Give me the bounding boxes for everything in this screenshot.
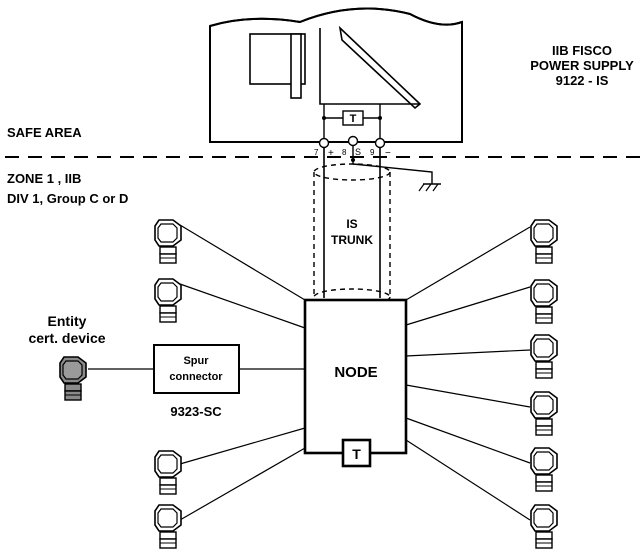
terminal-9: 9 xyxy=(370,148,375,157)
transmitter-icon xyxy=(154,504,182,549)
terminal-block: 7 + 8 S 9 − xyxy=(314,135,391,159)
node-block: NODE T xyxy=(303,298,408,468)
terminal-8: 8 xyxy=(342,148,347,157)
transmitter-icon xyxy=(530,504,558,549)
power-supply-housing xyxy=(209,7,463,143)
zone-label: ZONE 1 , IIB xyxy=(7,171,81,186)
ps-terminator-label: T xyxy=(350,113,357,125)
spur-connector-label-2: connector xyxy=(169,371,223,383)
terminal-s: S xyxy=(355,147,361,157)
transmitter-icon xyxy=(154,219,182,264)
entity-label-2: cert. device xyxy=(28,330,105,346)
transmitter-icon xyxy=(530,219,558,264)
div-label: DIV 1, Group C or D xyxy=(7,191,128,206)
transmitter-icon xyxy=(530,447,558,492)
entity-label-1: Entity xyxy=(48,313,87,329)
transmitter-icon xyxy=(154,278,182,323)
spur-model-label: 9323-SC xyxy=(170,404,222,419)
terminal-minus: − xyxy=(385,148,391,159)
trunk-label-2: TRUNK xyxy=(331,233,373,247)
entity-transmitter-icon xyxy=(59,356,87,401)
node-label: NODE xyxy=(334,364,377,381)
transmitter-icon xyxy=(530,279,558,324)
is-trunk-cable: IS TRUNK xyxy=(313,148,391,306)
power-supply-terminator: T xyxy=(322,104,382,143)
power-supply-label-1: IIB FISCO xyxy=(552,43,612,58)
safe-area-label: SAFE AREA xyxy=(7,125,82,140)
spur-lines xyxy=(88,224,531,521)
power-supply-label-2: POWER SUPPLY xyxy=(530,58,634,73)
node-terminator-label: T xyxy=(352,446,361,462)
spur-connector: Spur connector 9323-SC xyxy=(153,344,240,419)
entity-device: Entity cert. device xyxy=(28,313,106,401)
power-supply-label-3: 9122 - IS xyxy=(556,73,609,88)
terminal-7: 7 xyxy=(314,148,319,157)
transmitter-icon xyxy=(530,334,558,379)
ground-connection xyxy=(351,146,441,192)
terminal-plus: + xyxy=(328,148,334,159)
transmitter-icon xyxy=(154,450,182,495)
trunk-label-1: IS xyxy=(346,217,357,231)
transmitter-icon xyxy=(530,391,558,436)
spur-connector-label-1: Spur xyxy=(183,355,209,367)
